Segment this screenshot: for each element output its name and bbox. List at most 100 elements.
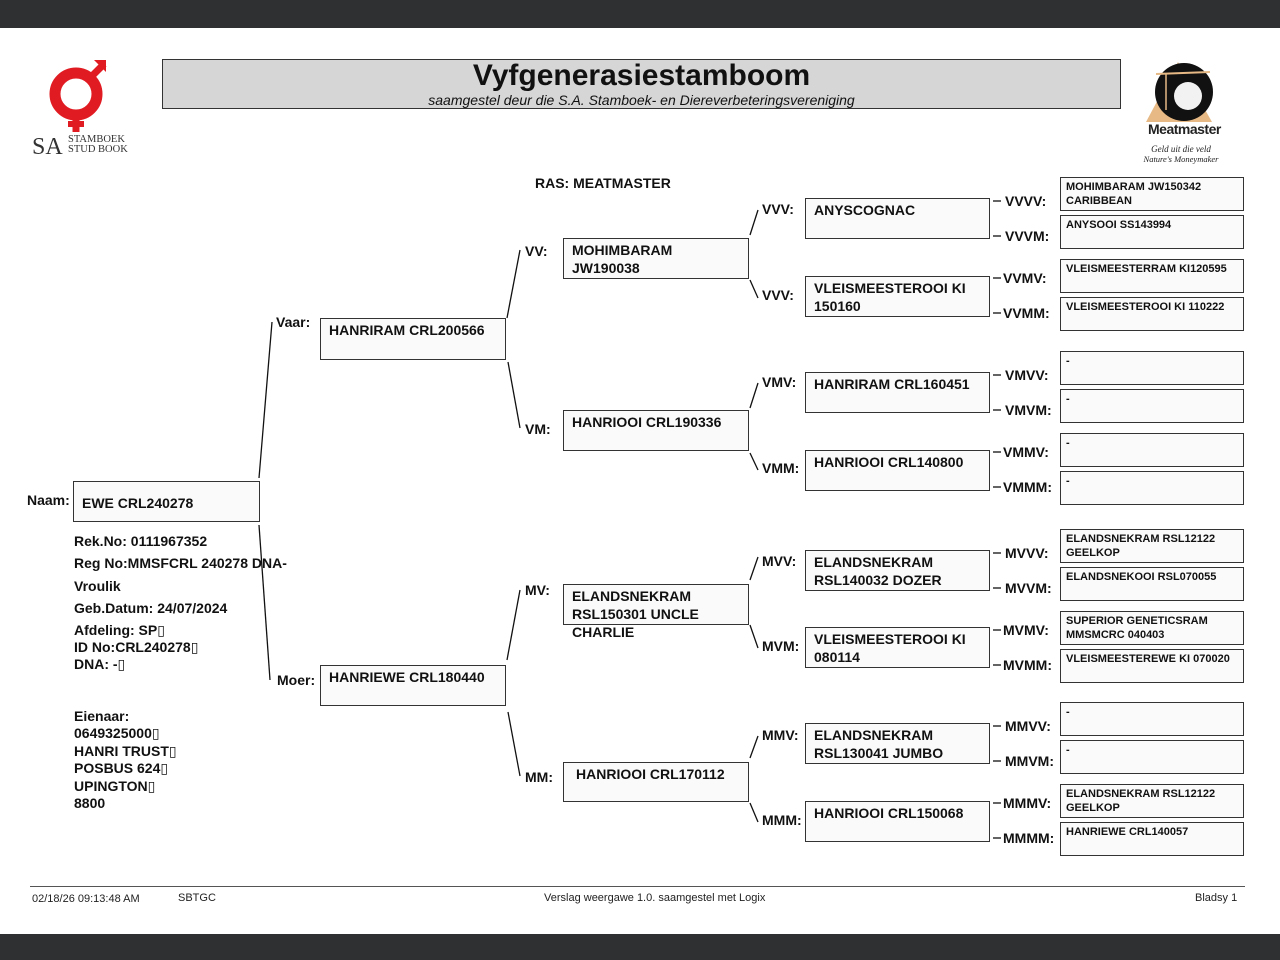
subject-afdeling: Afdeling: SP▯ [74, 622, 165, 638]
gen4-box: SUPERIOR GENETICSRAM MMSMCRC 040403 [1060, 611, 1244, 645]
gen4-label: MVVM: [1005, 580, 1052, 596]
gen4-label: MMVV: [1005, 718, 1051, 734]
gen4-box: ANYSOOI SS143994 [1060, 215, 1244, 249]
gen4-name: VLEISMEESTERRAM KI120595 [1066, 263, 1227, 275]
gen4-box: ELANDSNEKRAM RSL12122 GEELKOP [1060, 784, 1244, 818]
gen4-box: - [1060, 702, 1244, 736]
footer-datetime: 02/18/26 09:13:48 AM [32, 893, 140, 905]
gen4-label: VVVM: [1005, 228, 1050, 244]
gen3-label: VMM: [762, 460, 800, 476]
gen4-name: ELANDSNEKRAM RSL12122 GEELKOP [1066, 533, 1216, 559]
gen4-label: MMVM: [1005, 753, 1054, 769]
subject-birth-date: Geb.Datum: 24/07/2024 [74, 600, 228, 616]
gen4-name: - [1066, 744, 1070, 756]
gen4-name: SUPERIOR GENETICSRAM MMSMCRC 040403 [1066, 615, 1208, 641]
gen3-box: HANRIOOI CRL140800 [805, 450, 990, 491]
meatmaster-logo: Meatmaster Geld uit die veld Nature's Mo… [1138, 60, 1224, 170]
gen4-label: MVMV: [1003, 622, 1049, 638]
subject-reg-no: Reg No:MMSFCRL 240278 DNA- [74, 555, 287, 571]
viewer-bottom-bar [0, 934, 1280, 960]
gen4-label: VMMM: [1003, 479, 1052, 495]
gen3-name: HANRIOOI CRL140800 [814, 454, 964, 470]
gen2-name: MOHIMBARAM JW190038 [572, 242, 673, 276]
gen4-name: - [1066, 475, 1070, 487]
studbook-symbol-icon [49, 60, 107, 132]
meatmaster-tagline-en: Nature's Moneymaker [1143, 154, 1219, 164]
gen3-name: ELANDSNEKRAM RSL140032 DOZER [814, 554, 942, 588]
gen4-label: MVMM: [1003, 657, 1052, 673]
footer-page-number: Bladsy 1 [1195, 892, 1238, 904]
gen4-name: - [1066, 706, 1070, 718]
gen2-box: ELANDSNEKRAM RSL150301 UNCLE CHARLIE [563, 584, 749, 640]
gen3-label: VMV: [762, 374, 797, 390]
gen3-name: VLEISMEESTEROOI KI 150160 [814, 280, 966, 314]
gen1-label: Vaar: [276, 314, 311, 330]
gen3-box: ELANDSNEKRAM RSL130041 JUMBO [805, 723, 990, 764]
gen3-label: VVV: [762, 201, 794, 217]
sire-name: HANRIRAM CRL200566 [329, 322, 485, 338]
gen3-box: ANYSCOGNAC [805, 198, 990, 239]
owner-line: 0649325000▯ [74, 725, 160, 741]
gen4-box: - [1060, 351, 1244, 385]
dam-box: HANRIEWE CRL180440 [320, 665, 506, 706]
dam-name: HANRIEWE CRL180440 [329, 669, 485, 685]
gen2-name: ELANDSNEKRAM RSL150301 UNCLE CHARLIE [572, 588, 699, 640]
owner-line: POSBUS 624▯ [74, 760, 169, 776]
subject-rek-no: Rek.No: 0111967352 [74, 533, 208, 549]
gen4-label: MVVV: [1005, 545, 1049, 561]
page-title: Vyfgenerasiestamboom [472, 59, 811, 92]
breed-label: RAS: MEATMASTER [535, 175, 671, 191]
gen2-name: HANRIOOI CRL190336 [572, 414, 722, 430]
gen2-box: HANRIOOI CRL170112 [563, 762, 749, 802]
footer-report-version: Verslag weergawe 1.0. saamgestel met Log… [544, 892, 766, 904]
gen4-label: VMVM: [1005, 402, 1052, 418]
gen4-name: VLEISMEESTEROOI KI 110222 [1066, 301, 1225, 313]
gen4-name: - [1066, 437, 1070, 449]
owner-heading: Eienaar: [74, 708, 130, 724]
gen4-label: VVVV: [1005, 193, 1047, 209]
gen4-box: ELANDSNEKOOI RSL070055 [1060, 567, 1244, 601]
gen1-label: Moer: [277, 672, 316, 688]
gen3-name: VLEISMEESTEROOI KI 080114 [814, 631, 966, 665]
gen3-name: HANRIOOI CRL150068 [814, 805, 964, 821]
gen4-name: - [1066, 355, 1070, 367]
gen4-label: MMMV: [1003, 795, 1052, 811]
gen4-name: ELANDSNEKRAM RSL12122 GEELKOP [1066, 788, 1216, 814]
subject-sex: Vroulik [74, 578, 121, 594]
gen4-label: VMVV: [1005, 367, 1049, 383]
title-box: Vyfgenerasiestamboom saamgestel deur die… [162, 59, 1121, 109]
gen4-box: - [1060, 471, 1244, 505]
owner-line: UPINGTON▯ [74, 778, 156, 794]
gen4-label: MMMM: [1003, 830, 1055, 846]
gen4-name: - [1066, 393, 1070, 405]
gen3-box: VLEISMEESTEROOI KI 080114 [805, 627, 990, 668]
sa-studbook-logo: SA STAMBOEK STUD BOOK [30, 58, 134, 160]
gen4-box: - [1060, 433, 1244, 467]
gen3-box: HANRIOOI CRL150068 [805, 801, 990, 842]
sire-box: HANRIRAM CRL200566 [320, 318, 506, 360]
page-subtitle: saamgestel deur die S.A. Stamboek- en Di… [428, 92, 855, 108]
gen3-name: HANRIRAM CRL160451 [814, 376, 970, 392]
gen3-label: MMV: [762, 727, 799, 743]
gen4-box: ELANDSNEKRAM RSL12122 GEELKOP [1060, 529, 1244, 563]
logo-studbook-text: STAMBOEK STUD BOOK [68, 134, 128, 155]
gen4-name: VLEISMEESTEREWE KI 070020 [1066, 653, 1230, 665]
gen4-box: MOHIMBARAM JW150342 CARIBBEAN [1060, 177, 1244, 211]
gen4-box: VLEISMEESTERRAM KI120595 [1060, 259, 1244, 293]
meatmaster-tagline-af: Geld uit die veld [1151, 144, 1211, 154]
footer-code: SBTGC [178, 892, 216, 904]
gen4-label: VVMM: [1003, 305, 1050, 321]
gen2-box: MOHIMBARAM JW190038 [563, 238, 749, 279]
footer-divider [30, 886, 1245, 887]
subject-label: Naam: [27, 492, 70, 508]
gen4-box: - [1060, 740, 1244, 774]
gen3-box: HANRIRAM CRL160451 [805, 372, 990, 413]
gen4-label: VMMV: [1003, 444, 1049, 460]
viewer-top-bar [0, 0, 1280, 28]
gen3-label: VVV: [762, 287, 794, 303]
logo-sa-text: SA [32, 134, 63, 160]
gen3-label: MMM: [762, 812, 802, 828]
gen3-name: ELANDSNEKRAM RSL130041 JUMBO [814, 727, 944, 761]
gen2-label: MM: [525, 769, 553, 785]
